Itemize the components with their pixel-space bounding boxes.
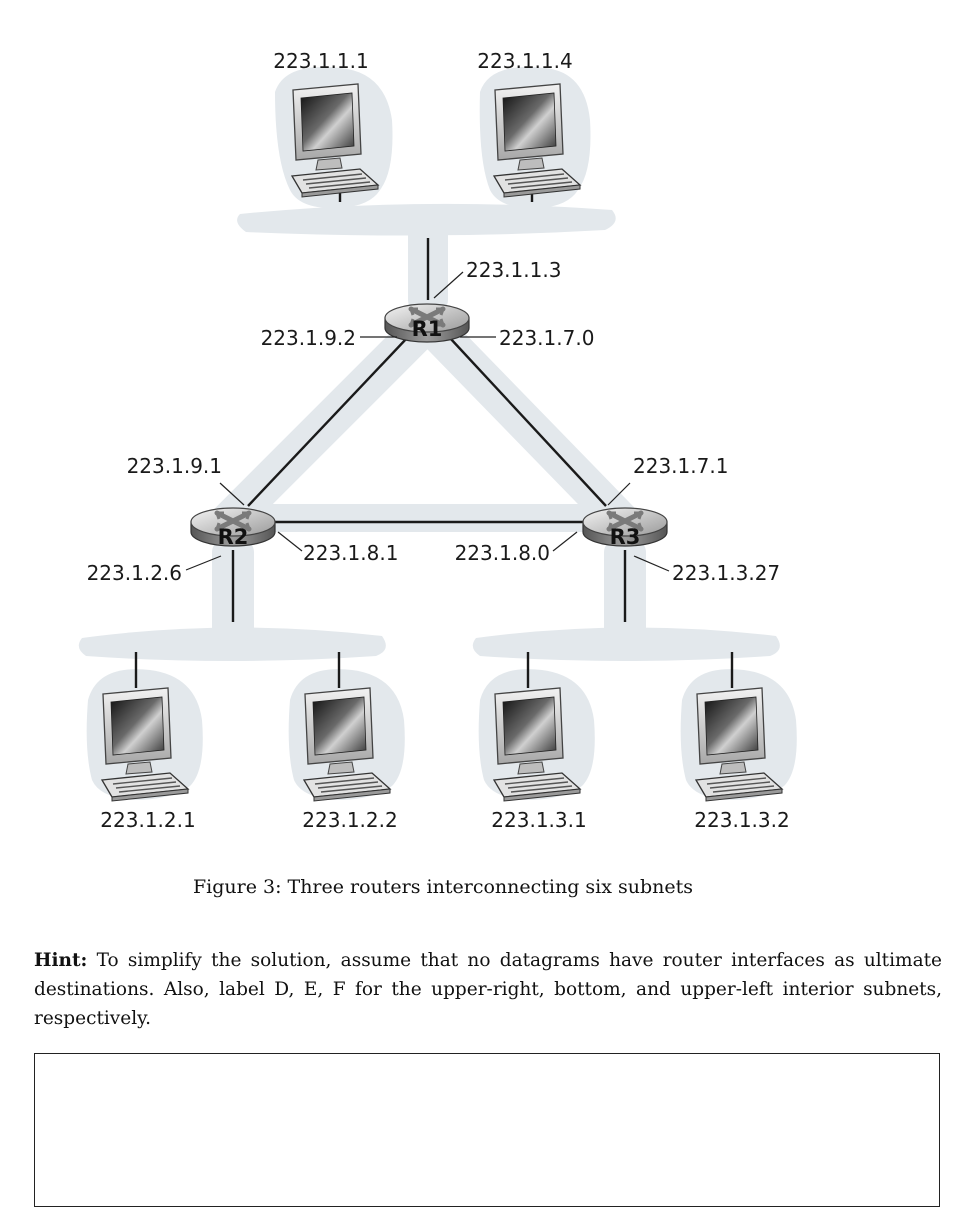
host-address: 223.1.2.1 [100, 808, 195, 832]
router-r3: R3 [583, 508, 667, 549]
answer-box[interactable] [34, 1053, 940, 1207]
host-address: 223.1.3.1 [491, 808, 586, 832]
network-links [134, 180, 734, 688]
interface-leaders [185, 271, 670, 572]
host-address: 223.1.2.2 [302, 808, 397, 832]
interface-address: 223.1.8.1 [303, 541, 398, 565]
interface-address: 223.1.7.1 [633, 454, 728, 478]
hint-label: Hint: [34, 950, 88, 971]
router-r2: R2 [191, 508, 275, 549]
host-address: 223.1.1.1 [273, 49, 368, 73]
router-label: R1 [412, 317, 443, 341]
interface-address: 223.1.1.3 [466, 258, 561, 282]
hint-text: To simplify the solution, assume that no… [34, 950, 942, 1029]
interface-address: 223.1.9.2 [261, 326, 356, 350]
router-r1: R1 [385, 304, 469, 342]
hint-paragraph: Hint: To simplify the solution, assume t… [34, 946, 942, 1033]
interface-address: 223.1.7.0 [499, 326, 594, 350]
router-label: R2 [218, 525, 249, 549]
interface-address: 223.1.3.27 [672, 561, 780, 585]
router-label: R3 [610, 525, 641, 549]
host-address: 223.1.3.2 [694, 808, 789, 832]
subnet-shading [78, 67, 797, 800]
interface-address: 223.1.9.1 [127, 454, 222, 478]
figure-caption: Figure 3: Three routers interconnecting … [192, 876, 694, 898]
host-address: 223.1.1.4 [477, 49, 572, 73]
network-diagram: R1 R2 R3 223.1.1.1 223.1.1.4 223.1.2.1 2… [78, 49, 797, 832]
interface-address: 223.1.2.6 [87, 561, 182, 585]
interface-address: 223.1.8.0 [455, 541, 550, 565]
